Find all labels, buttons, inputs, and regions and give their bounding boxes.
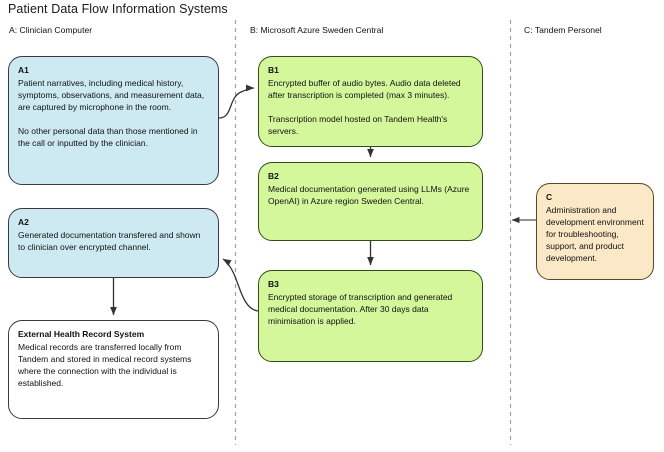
node-b2[interactable]: B2 Medical documentation generated using… [258, 162, 483, 241]
node-ehr-id: External Health Record System [18, 329, 145, 339]
node-b2-id: B2 [268, 171, 279, 181]
page-title: Patient Data Flow Information Systems [8, 2, 228, 16]
node-c-body: Administration and development environme… [546, 205, 644, 264]
node-a1[interactable]: A1 Patient narratives, including medical… [8, 56, 219, 185]
lane-label-b: B: Microsoft Azure Sweden Central [250, 25, 384, 35]
node-b1-id: B1 [268, 65, 279, 75]
node-c[interactable]: C Administration and development environ… [536, 183, 654, 280]
node-b3[interactable]: B3 Encrypted storage of transcription an… [258, 270, 483, 362]
node-a2-body: Generated documentation transfered and s… [18, 230, 201, 253]
node-a2[interactable]: A2 Generated documentation transfered an… [8, 208, 219, 278]
node-external-health-record-system[interactable]: External Health Record System Medical re… [8, 320, 219, 419]
node-b1-body: Encrypted buffer of audio bytes. Audio d… [268, 78, 461, 137]
node-b3-id: B3 [268, 279, 279, 289]
connector-a1-to-b1 [218, 84, 255, 119]
node-ehr-body: Medical records are transferred locally … [18, 342, 192, 389]
node-b3-body: Encrypted storage of transcription and g… [268, 292, 453, 327]
node-b1[interactable]: B1 Encrypted buffer of audio bytes. Audi… [258, 56, 483, 147]
lane-label-c: C: Tandem Personel [524, 25, 602, 35]
node-c-id: C [546, 192, 553, 202]
connector-b3-to-a2 [222, 258, 259, 312]
node-b2-body: Medical documentation generated using LL… [268, 184, 470, 207]
node-a2-id: A2 [18, 217, 29, 227]
lane-label-a: A: Clinician Computer [9, 25, 93, 35]
node-a1-id: A1 [18, 65, 29, 75]
node-a1-body: Patient narratives, including medical hi… [18, 78, 205, 149]
